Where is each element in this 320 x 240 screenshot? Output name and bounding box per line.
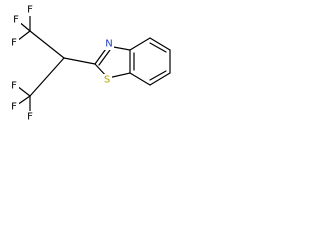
fluorine-label-6: F [27, 112, 33, 123]
benzene-ring-bonds [129, 37, 171, 86]
bond-c1-f3 [16, 30, 31, 42]
bond-c3-f5 [16, 95, 31, 106]
lower-cf3-bonds [16, 85, 31, 114]
thiazole-ring-bonds [94, 45, 131, 79]
bond-c4-c5 [149, 37, 171, 51]
bond-c3a-c4 [129, 37, 151, 51]
bond-ch-c2 [63, 57, 96, 65]
bond-c6-c7 [149, 72, 171, 86]
fluorine-label-2: F [27, 5, 33, 16]
backbone-bonds [29, 30, 96, 97]
bond-c6-c7-double [149, 70, 167, 81]
bond-c7-c7a [129, 72, 151, 86]
fluorine-label-3: F [11, 38, 17, 49]
bond-ch-c3 [29, 57, 65, 97]
nitrogen-label: N [105, 39, 112, 50]
fluorine-label-1: F [13, 15, 19, 26]
bond-c4-c5-double [149, 42, 167, 53]
sulfur-label: S [104, 75, 110, 86]
atom-labels: F F F F F F N S [9, 4, 114, 123]
fluorine-label-5: F [11, 102, 17, 113]
structure-diagram: F F F F F F N S [9, 4, 171, 123]
bond-c2-n-double [98, 49, 111, 66]
bond-c3-f4 [16, 85, 31, 97]
bond-c1-ch [29, 30, 65, 59]
fluorine-label-4: F [11, 81, 17, 92]
